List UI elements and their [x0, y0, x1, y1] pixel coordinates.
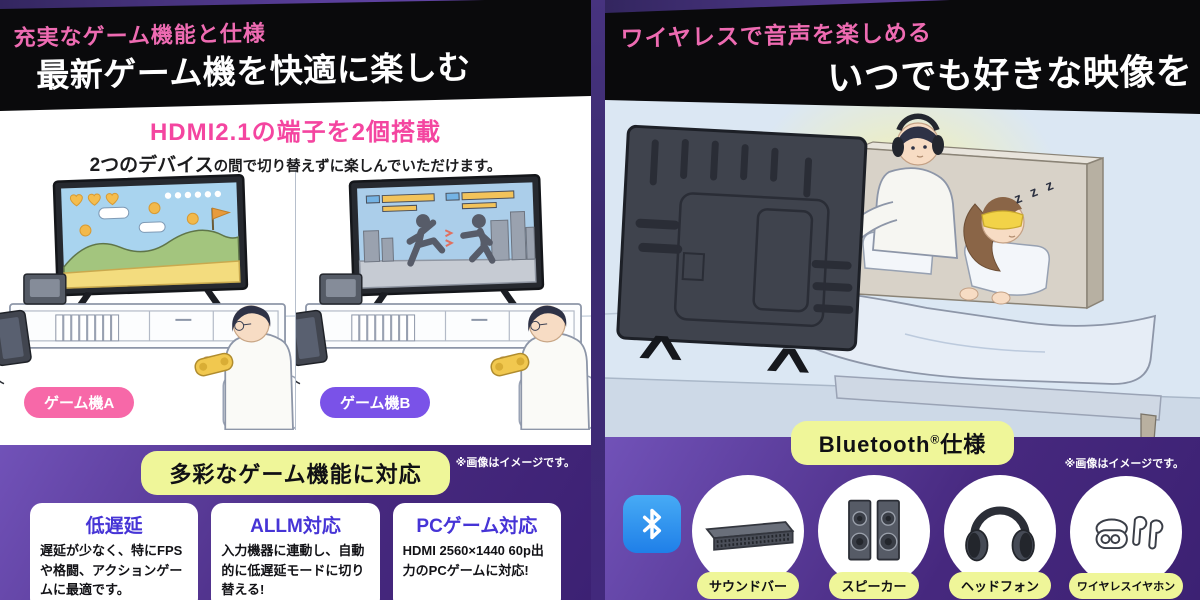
game-console-dock-illustration — [23, 273, 67, 305]
feature-desc-rest: の間で切り替えずに楽しんでいただけます。 — [213, 159, 502, 175]
game-scene-b: ゲーム機B — [296, 170, 591, 430]
game-console-tower-illustration — [0, 309, 32, 367]
device-label: スピーカー — [829, 572, 919, 599]
hdmi-feature: HDMI2.1の端子を2個搭載 2つのデバイスの間で切り替えずに楽しんでいただけ… — [0, 112, 591, 177]
feature-desc-emphasis: 2つのデバイス — [89, 155, 214, 176]
game-scene-a-illustration — [0, 173, 295, 430]
feature-card-allm: ALLM対応 入力機器に連動し、自動的に低遅延モードに切り替える! — [211, 503, 380, 600]
device-label: ワイヤレスイヤホン — [1068, 572, 1184, 599]
bedroom-illustration — [605, 96, 1200, 441]
tv-back-illustration — [616, 124, 868, 373]
card-title: ALLM対応 — [250, 516, 341, 537]
feature-cards: 低遅延 遅延が少なく、特にFPSや格闘、アクションゲームに最適です。 ALLM対… — [0, 503, 591, 600]
device-headphones: ヘッドフォン — [937, 475, 1063, 599]
wireless-header-banner: ワイヤレスで音声を楽しめる いつでも好きな映像を — [605, 0, 1200, 114]
card-title: 低遅延 — [85, 516, 143, 537]
tv-b-illustration — [348, 173, 545, 306]
earbuds-icon — [1070, 475, 1182, 588]
feature-card-low-latency: 低遅延 遅延が少なく、特にFPSや格闘、アクションゲームに最適です。 — [30, 503, 199, 600]
player-illustration — [490, 305, 591, 430]
speaker-icon — [818, 475, 930, 587]
game-console-dock-illustration — [319, 273, 363, 305]
gaming-panel: 充実なゲーム機能と仕様 最新ゲーム機を快適に楽しむ HDMI2.1の端子を2個搭… — [0, 0, 591, 600]
device-earbuds: ワイヤレスイヤホン — [1063, 475, 1189, 599]
gaming-features-section: ※画像はイメージです。 多彩なゲーム機能に対応 低遅延 遅延が少なく、特にFPS… — [0, 445, 591, 600]
gaming-header-title: 最新ゲーム機を快適に楽しむ — [35, 48, 472, 94]
image-disclaimer: ※画像はイメージです。 — [1064, 458, 1184, 470]
hdmi-feature-heading: HDMI2.1の端子を2個搭載 — [149, 119, 442, 146]
card-body: 遅延が少なく、特にFPSや格闘、アクションゲームに最適です。 — [40, 543, 183, 597]
headphones-icon — [944, 475, 1056, 587]
tv-stand-illustration — [305, 303, 582, 354]
gamepad-illustration — [194, 352, 234, 377]
card-title: PCゲーム対応 — [416, 516, 538, 537]
bluetooth-devices: サウンドバー — [605, 475, 1200, 599]
game-scene-b-illustration — [296, 173, 591, 430]
feature-card-pc-gaming: PCゲーム対応 HDMI 2560×1440 60p出力のPCゲームに対応! — [392, 503, 561, 600]
fighters-illustration — [406, 219, 496, 267]
card-body: HDMI 2560×1440 60p出力のPCゲームに対応! — [402, 543, 544, 578]
tv-a-illustration — [52, 173, 249, 306]
device-speaker: スピーカー — [811, 475, 937, 599]
image-disclaimer: ※画像はイメージです。 — [455, 457, 575, 469]
wireless-header-title: いつでも好きな映像を — [826, 50, 1193, 99]
bluetooth-section: ※画像はイメージです。 Bluetooth®仕様 — [605, 421, 1200, 600]
game-console-tower-illustration — [296, 309, 328, 367]
card-body: 入力機器に連動し、自動的に低遅延モードに切り替える! — [221, 543, 365, 597]
device-label: サウンドバー — [696, 572, 799, 599]
game-console-b-badge: ゲーム機B — [320, 387, 431, 418]
player-illustration — [194, 305, 295, 430]
sleeping-person-illustration — [963, 196, 1025, 272]
hdmi-feature-description: 2つのデバイスの間で切り替えずに楽しんでいただけます。 — [0, 150, 591, 177]
gamepad-illustration — [490, 352, 530, 377]
game-scene-a: ゲーム機A — [0, 170, 296, 430]
wireless-audio-panel: ワイヤレスで音声を楽しめる いつでも好きな映像を — [605, 0, 1200, 600]
gaming-header-banner: 充実なゲーム機能と仕様 最新ゲーム機を快適に楽しむ — [0, 0, 591, 111]
bluetooth-heading: Bluetooth®仕様 — [790, 421, 1015, 465]
bluetooth-icon — [623, 495, 681, 553]
game-scenes: ゲーム機A — [0, 170, 591, 430]
soundbar-icon — [692, 475, 804, 587]
gaming-features-heading: 多彩なゲーム機能に対応 — [141, 451, 450, 495]
device-soundbar: サウンドバー — [685, 475, 811, 599]
game-console-a-badge: ゲーム機A — [24, 387, 135, 418]
device-label: ヘッドフォン — [948, 572, 1051, 599]
